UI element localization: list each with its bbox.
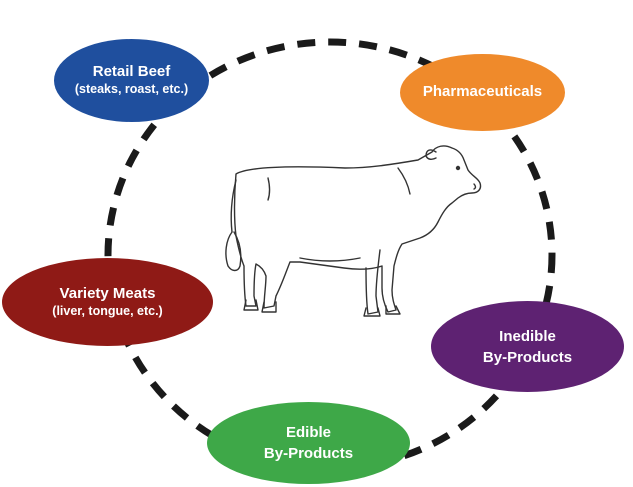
retail-beef-subtitle: (steaks, roast, etc.) (74, 82, 189, 97)
cow-hoof-2 (261, 301, 277, 313)
cow-tail (230, 179, 237, 233)
cow-hoof-3 (363, 307, 381, 317)
inedible-line-1: Inedible (499, 327, 556, 345)
edible-byproducts-node: Edible By-Products (207, 402, 410, 484)
inedible-byproducts-node: Inedible By-Products (431, 301, 624, 392)
cow-belly-line (299, 257, 361, 262)
cow-body (233, 145, 482, 313)
retail-beef-title: Retail Beef (92, 63, 171, 81)
cow-hoof-4 (385, 305, 401, 315)
cow-icon (225, 145, 482, 317)
cow-tail-switch (225, 231, 242, 272)
retail-beef-node: Retail Beef (steaks, roast, etc.) (54, 39, 209, 122)
variety-meats-title: Variety Meats (59, 284, 156, 302)
cow-flank-line (267, 177, 271, 201)
inedible-line-2: By-Products (482, 348, 573, 366)
cow-eye (455, 165, 461, 171)
cow-front-leg (365, 249, 381, 315)
variety-meats-node: Variety Meats (liver, tongue, etc.) (2, 258, 213, 346)
pharmaceuticals-title: Pharmaceuticals (422, 83, 543, 101)
pharmaceuticals-node: Pharmaceuticals (400, 54, 565, 131)
cow-shoulder-line (397, 167, 411, 195)
cow-ear (425, 149, 437, 161)
cow-nostril (473, 183, 477, 190)
edible-line-1: Edible (285, 424, 331, 441)
cow-hoof-1 (243, 299, 259, 311)
edible-line-2: By-Products (263, 445, 354, 462)
variety-meats-subtitle: (liver, tongue, etc.) (52, 303, 163, 318)
